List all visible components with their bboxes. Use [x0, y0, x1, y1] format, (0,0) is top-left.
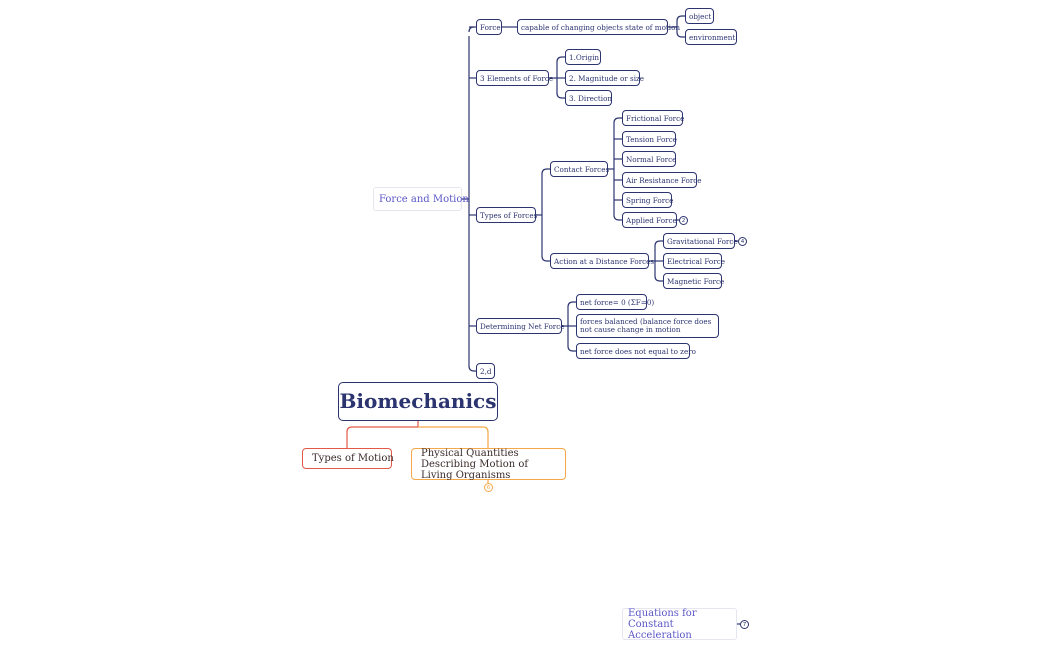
node-frictional-force[interactable]: Frictional Force	[622, 110, 684, 126]
node-tension-force[interactable]: Tension Force	[622, 131, 677, 147]
node-capable-of-changing[interactable]: capable of changing objects state of mot…	[517, 19, 680, 35]
node-net-force-zero[interactable]: net force= 0 (ΣF=0)	[576, 294, 654, 310]
collapsed-count-badge-applied[interactable]: 2	[679, 216, 688, 225]
node-forces-balanced[interactable]: forces balanced (balance force does not …	[576, 314, 719, 338]
floating-topic-equations[interactable]: Equations for Constant Acceleration	[622, 608, 737, 641]
node-magnitude[interactable]: 2. Magnitude or size	[565, 70, 644, 86]
node-contact-forces[interactable]: Contact Forces	[550, 161, 609, 177]
topic-force-and-motion[interactable]: Force and Motion	[373, 187, 469, 211]
node-applied-force[interactable]: Applied Force	[622, 212, 677, 228]
node-spring-force[interactable]: Spring Force	[622, 192, 673, 208]
node-gravitational-force[interactable]: Gravitational Force	[663, 233, 738, 249]
node-magnetic-force[interactable]: Magnetic Force	[663, 273, 724, 289]
node-origin[interactable]: 1.Origin	[565, 49, 601, 65]
node-force[interactable]: Force	[476, 19, 502, 35]
node-determining-net-force[interactable]: Determining Net Force	[476, 318, 565, 334]
node-3-elements-of-force[interactable]: 3 Elements of Force	[476, 70, 553, 86]
node-types-of-motion[interactable]: Types of Motion	[302, 448, 394, 469]
node-physical-quantities[interactable]: Physical Quantities Describing Motion of…	[411, 448, 566, 481]
node-environment[interactable]: environment	[685, 29, 737, 45]
node-air-resistance-force[interactable]: Air Resistance Force	[622, 172, 702, 188]
collapsed-count-badge-physical[interactable]: 6	[484, 483, 493, 492]
node-2d[interactable]: 2,d	[476, 363, 495, 379]
node-object[interactable]: object	[685, 8, 714, 24]
node-action-at-a-distance[interactable]: Action at a Distance Forces	[550, 253, 654, 269]
node-normal-force[interactable]: Normal Force	[622, 151, 676, 167]
node-electrical-force[interactable]: Electrical Force	[663, 253, 725, 269]
node-types-of-forces[interactable]: Types of Forces	[476, 207, 537, 223]
node-direction[interactable]: 3. Direction	[565, 90, 612, 106]
collapsed-count-badge-gravitational[interactable]: 4	[738, 237, 747, 246]
node-net-force-not-zero[interactable]: net force does not equal to zero	[576, 343, 696, 359]
collapsed-count-badge-equations[interactable]: 7	[740, 620, 749, 629]
root-biomechanics[interactable]: Biomechanics	[338, 382, 498, 421]
